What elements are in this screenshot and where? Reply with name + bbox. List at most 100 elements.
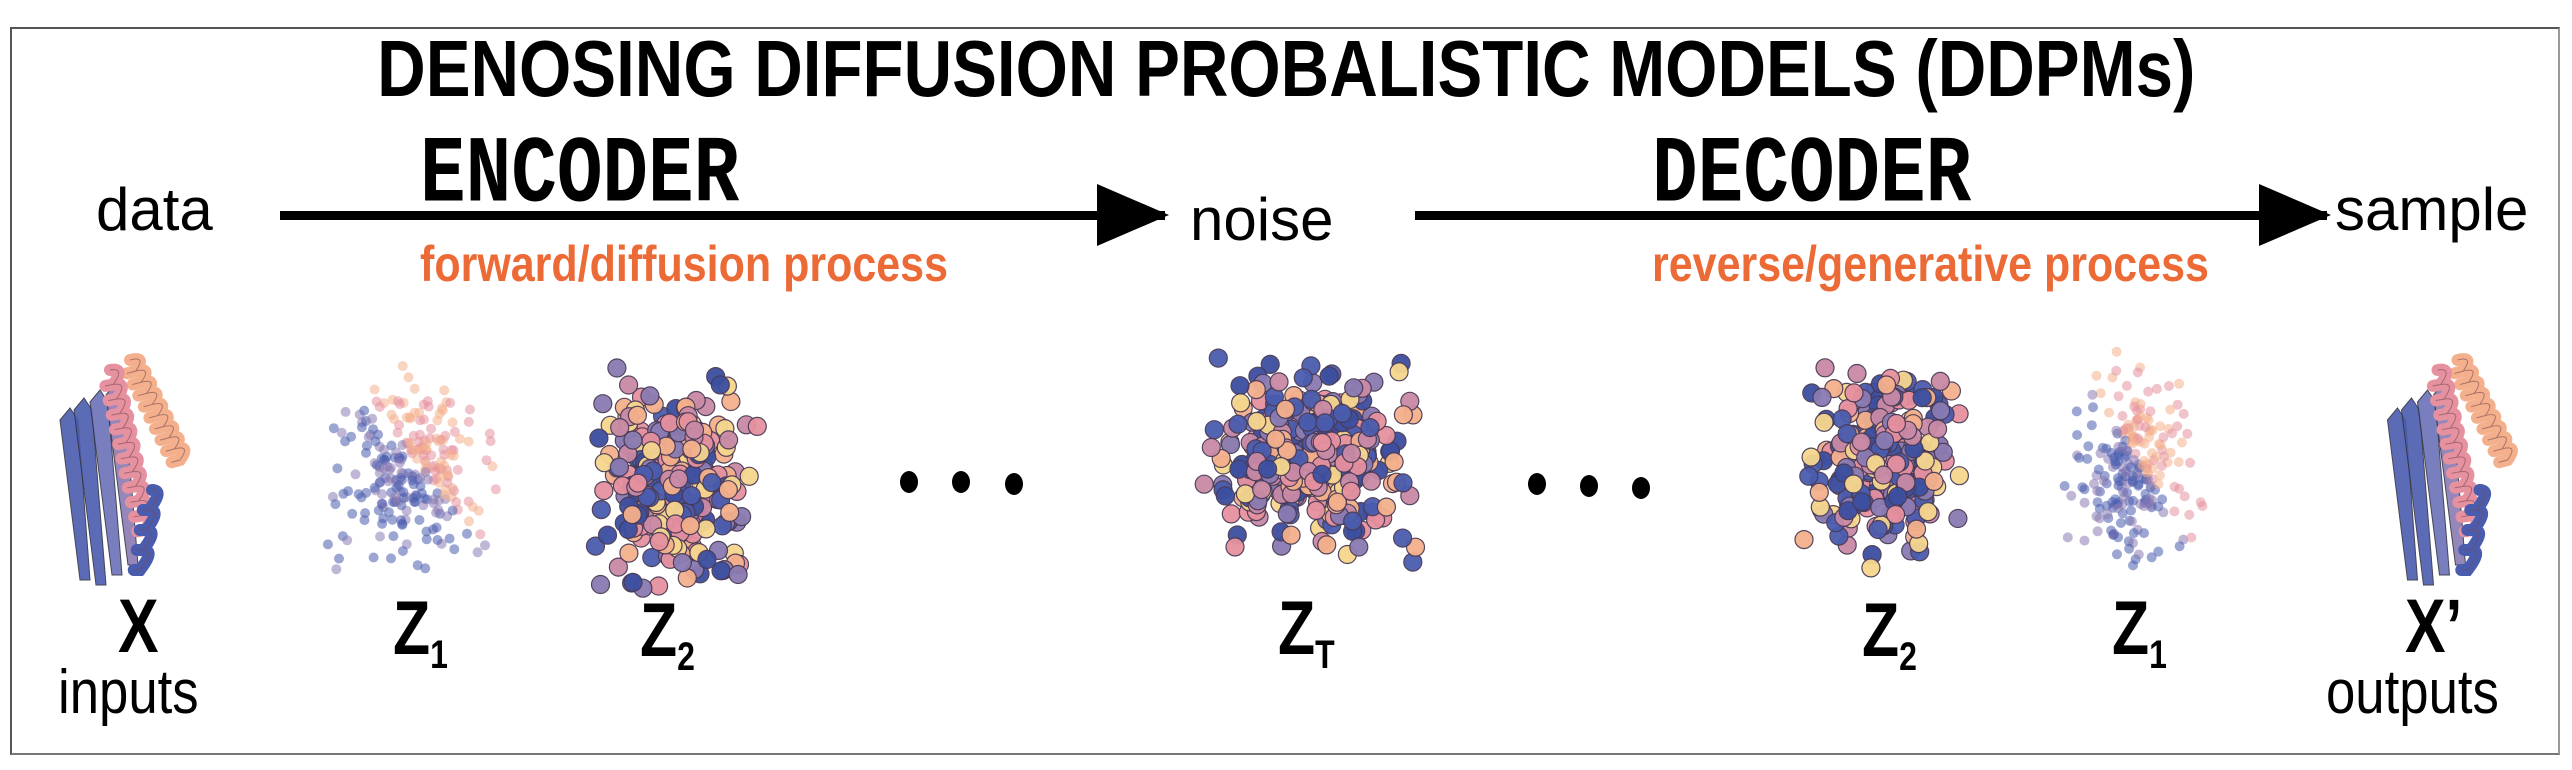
atom — [1315, 413, 1335, 433]
atom — [2179, 491, 2190, 502]
atom — [1343, 511, 1363, 531]
label-z2: Z2 — [640, 588, 695, 679]
atom — [414, 515, 425, 525]
atom — [669, 469, 689, 489]
atom — [378, 444, 389, 455]
atom — [1949, 466, 1969, 486]
alpha-helix-outline — [2432, 369, 2479, 532]
atom — [2178, 408, 2189, 419]
beta-strand — [2386, 407, 2419, 581]
atom — [1360, 417, 1380, 438]
atom — [368, 552, 379, 563]
atom — [2155, 421, 2166, 432]
atom — [2111, 365, 2122, 376]
atom — [2132, 367, 2143, 378]
atom — [439, 385, 450, 396]
atom — [397, 361, 408, 371]
atom — [2176, 437, 2187, 448]
atom — [359, 515, 370, 526]
ellipsis-dot — [952, 471, 970, 493]
atom — [2135, 411, 2146, 422]
atom — [2062, 532, 2073, 543]
atom — [2185, 457, 2196, 468]
atom — [1298, 412, 1318, 432]
forward-process-label: forward/diffusion process — [420, 236, 949, 292]
atom — [421, 438, 432, 449]
atom — [739, 466, 759, 486]
atom — [340, 406, 351, 417]
atom — [2087, 389, 2098, 400]
atom — [338, 488, 349, 499]
atom — [1814, 412, 1834, 432]
atom — [331, 564, 342, 575]
atom — [2151, 383, 2162, 394]
atom — [421, 534, 432, 545]
atom — [409, 383, 420, 394]
atom — [659, 413, 680, 433]
atom — [2089, 478, 2099, 489]
atom — [2126, 516, 2137, 527]
atom — [1341, 481, 1361, 501]
atom — [2129, 401, 2140, 412]
atom — [472, 547, 483, 558]
label-zt: ZT — [1278, 586, 1335, 677]
alpha-helix-outline — [126, 358, 185, 463]
atom — [1799, 466, 1819, 486]
atom — [585, 536, 606, 556]
atom — [484, 428, 495, 439]
atom — [2106, 447, 2117, 458]
atom — [462, 528, 472, 539]
atom — [361, 487, 372, 498]
atom — [2126, 436, 2137, 447]
atom — [2156, 460, 2167, 471]
atom — [1874, 431, 1895, 451]
atom — [2093, 464, 2104, 475]
reverse-arrow — [1415, 184, 2331, 246]
atom — [1809, 482, 1829, 502]
forward-arrow — [280, 184, 1169, 246]
stage-data: data — [96, 176, 213, 243]
atom — [1393, 473, 1413, 493]
noised-structure-z1 — [322, 361, 501, 575]
atom — [407, 475, 418, 486]
atom — [718, 480, 738, 500]
atom — [2173, 457, 2184, 468]
atom — [1801, 447, 1821, 467]
atom — [408, 493, 419, 504]
alpha-helix-outline — [104, 369, 151, 532]
atom — [432, 535, 443, 545]
atom — [623, 430, 643, 450]
atom — [371, 460, 382, 471]
atom — [2110, 494, 2121, 505]
atom — [1389, 362, 1409, 382]
atom — [1384, 452, 1404, 472]
atom — [2113, 391, 2124, 402]
beta-strand — [89, 389, 123, 576]
atom — [386, 553, 396, 564]
atom — [1269, 372, 1289, 392]
atom — [2118, 425, 2129, 436]
atom — [2082, 453, 2093, 464]
denoised-structure-z2 — [1794, 358, 1969, 578]
atom — [386, 409, 397, 420]
atom — [340, 436, 351, 447]
atom — [332, 463, 343, 474]
beta-strand — [2416, 389, 2451, 576]
atom — [447, 417, 458, 428]
alpha-helix-outline — [133, 489, 158, 571]
atom — [467, 501, 478, 512]
atom — [2165, 404, 2176, 415]
atom — [420, 467, 431, 478]
alpha-helix-outline — [2454, 358, 2513, 463]
atom — [1873, 465, 1894, 485]
atom — [393, 480, 404, 491]
atom — [2174, 541, 2185, 552]
atom — [2086, 420, 2097, 431]
atom — [1246, 379, 1266, 400]
atom — [2126, 505, 2136, 516]
atom — [2112, 473, 2123, 484]
atom — [696, 519, 716, 539]
atom — [1341, 443, 1361, 464]
atom — [1931, 401, 1951, 421]
ellipsis-dot — [1580, 475, 1598, 497]
